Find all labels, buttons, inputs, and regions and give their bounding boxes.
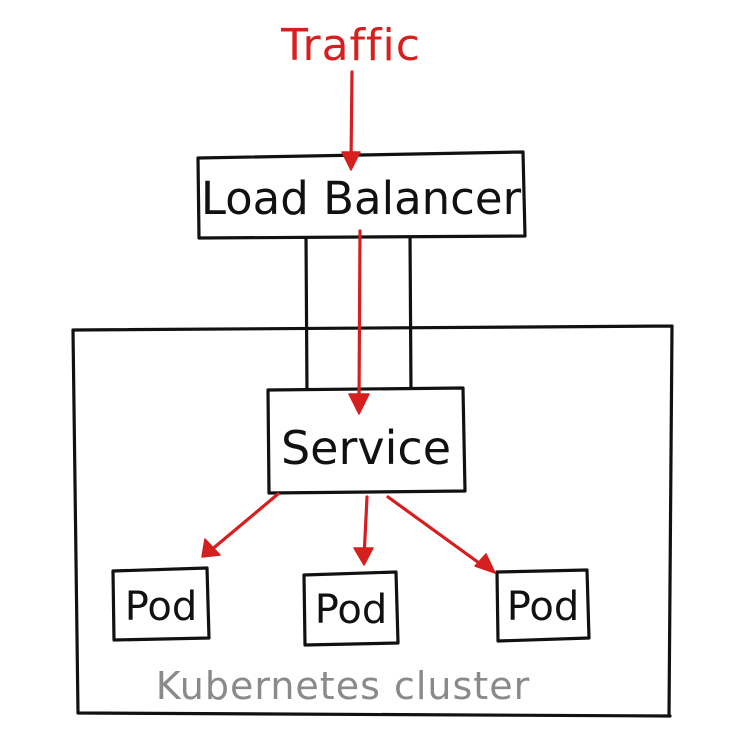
- pod-node-1: [111, 566, 211, 642]
- traffic-label: Traffic: [280, 20, 421, 71]
- service-node: [266, 386, 467, 495]
- cluster-label: Kubernetes cluster: [156, 664, 530, 708]
- pod-node-2: [302, 570, 400, 647]
- traffic-to-load-balancer-arrow: [341, 70, 361, 171]
- load-balancer-to-service-links: [304, 230, 413, 397]
- service-to-pod-2-arrow: [353, 495, 374, 566]
- pod-3-label: Pod: [507, 584, 580, 630]
- pod-node-3: [495, 568, 591, 643]
- service-to-pod-3-arrow: [386, 495, 496, 574]
- pod-2-label: Pod: [315, 587, 388, 633]
- load-balancer-to-service-arrow: [348, 229, 370, 415]
- cluster-boundary: [71, 324, 674, 718]
- load-balancer-node: [196, 150, 527, 240]
- service-label: Service: [281, 421, 451, 475]
- service-to-pod-1-arrow: [201, 492, 280, 558]
- pod-1-label: Pod: [125, 584, 198, 630]
- load-balancer-label: Load Balancer: [201, 172, 522, 225]
